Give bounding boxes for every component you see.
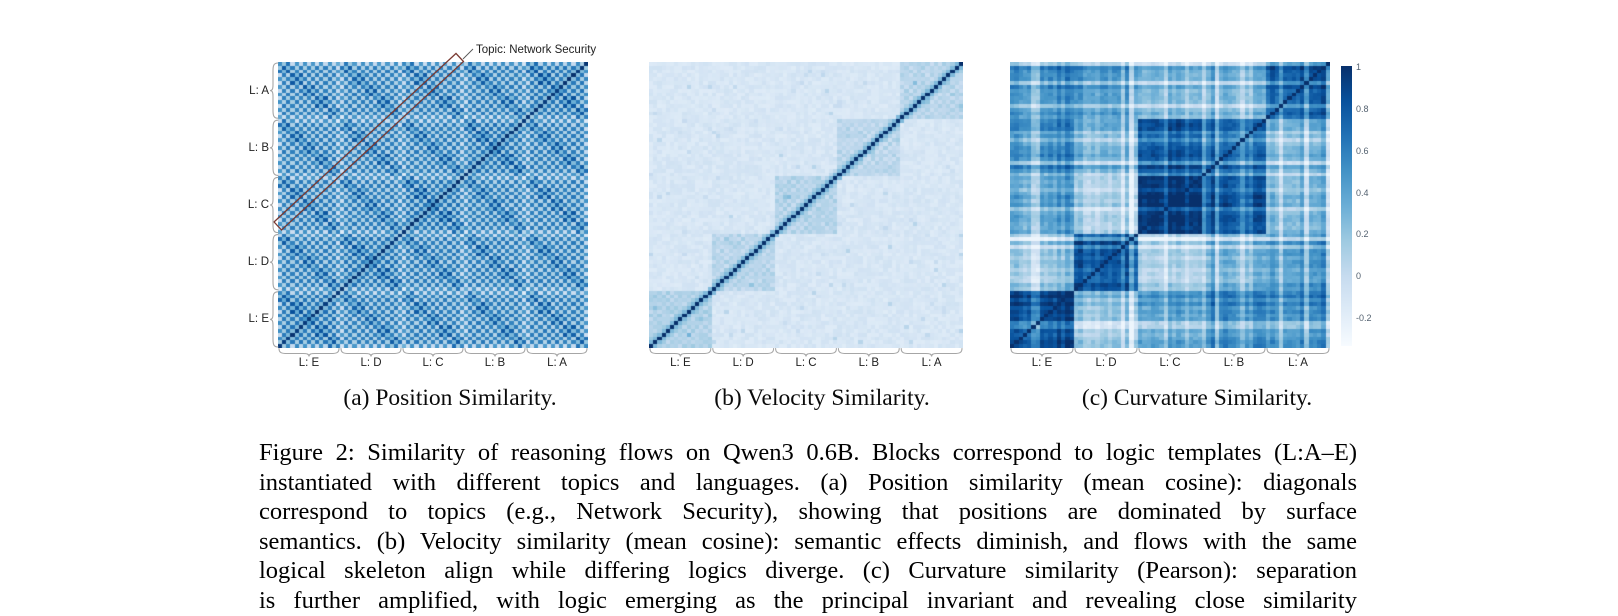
x-tick-label-b-5: L: A: [921, 357, 942, 369]
caption-line-6: is further amplified, with logic emergin…: [259, 586, 1357, 614]
caption-line-2: instantiated with different topics and l…: [259, 468, 1357, 496]
annotation-leader-line: [462, 48, 474, 60]
y-tick-label-1: L: A: [249, 84, 269, 97]
colorbar-tick-2: 0.8: [1356, 103, 1369, 114]
colorbar-tick-7: -0.2: [1356, 313, 1372, 324]
topic-annotation-label: Topic: Network Security: [476, 44, 597, 56]
y-tick-label-5: L: E: [248, 313, 269, 326]
x-axis-brace: [278, 347, 340, 357]
x-tick-label-b-2: L: D: [732, 357, 754, 369]
x-axis-brace: [712, 347, 775, 357]
x-tick-label-c-2: L: D: [1095, 357, 1117, 369]
x-tick-label-a-4: L: B: [484, 357, 506, 369]
x-tick-label-a-3: L: C: [422, 357, 444, 369]
caption-line-3: correspond to topics (e.g., Network Secu…: [259, 498, 1357, 526]
figure-caption: Figure 2: Similarity of reasoning flows …: [259, 438, 1357, 616]
x-axis-brace: [1202, 347, 1266, 357]
x-axis-brace: [1266, 347, 1330, 357]
x-axis-brace: [1074, 347, 1138, 357]
curvature-similarity-heatmap: [1010, 62, 1330, 348]
x-tick-label-b-4: L: B: [858, 357, 880, 369]
caption-line-5: logical skeleton align while differing l…: [259, 557, 1357, 585]
caption-line-1: Figure 2: Similarity of reasoning flows …: [259, 439, 1357, 466]
position-similarity-heatmap: [278, 62, 588, 348]
colorbar-tick-3: 0.6: [1356, 145, 1369, 156]
x-tick-label-c-5: L: A: [1288, 357, 1308, 369]
x-axis-brace: [837, 347, 900, 357]
caption-line-4: semantics. (b) Velocity similarity (mean…: [259, 527, 1357, 555]
y-axis-brace: [269, 234, 279, 291]
x-axis-brace: [464, 347, 526, 357]
y-tick-label-3: L: C: [247, 199, 269, 211]
x-axis-brace: [1010, 347, 1074, 357]
x-axis-brace: [1138, 347, 1202, 357]
x-axis-brace: [649, 347, 712, 357]
x-axis-brace: [526, 347, 588, 357]
x-axis-brace: [775, 347, 837, 357]
y-axis-brace: [269, 291, 279, 348]
subcaption-position: (a) Position Similarity.: [343, 385, 557, 411]
colorbar: [1341, 66, 1352, 346]
x-tick-label-a-2: L: D: [360, 357, 382, 369]
colorbar-tick-1: 1: [1356, 62, 1362, 72]
y-axis-brace: [269, 62, 279, 119]
subcaption-curvature: (c) Curvature Similarity.: [1081, 385, 1313, 411]
x-tick-label-c-1: L: E: [1031, 357, 1053, 369]
x-axis-brace: [340, 347, 402, 357]
x-tick-label-b-3: L: C: [795, 357, 817, 369]
x-tick-label-c-3: L: C: [1159, 357, 1181, 369]
y-tick-label-4: L: D: [247, 256, 269, 269]
y-tick-label-2: L: B: [248, 141, 269, 154]
x-axis-brace: [900, 347, 963, 357]
colorbar-tick-5: 0.2: [1356, 229, 1369, 240]
y-axis-brace: [269, 176, 279, 234]
x-tick-label-a-1: L: E: [298, 357, 320, 369]
x-axis-brace: [402, 347, 464, 357]
y-axis-brace: [269, 119, 279, 176]
colorbar-tick-4: 0.4: [1356, 187, 1369, 198]
x-tick-label-b-1: L: E: [670, 357, 691, 369]
x-tick-label-c-4: L: B: [1223, 357, 1245, 369]
subcaption-velocity: (b) Velocity Similarity.: [714, 385, 930, 411]
colorbar-tick-6: 0: [1356, 271, 1362, 282]
velocity-similarity-heatmap: [649, 62, 963, 348]
x-tick-label-a-5: L: A: [547, 357, 567, 369]
